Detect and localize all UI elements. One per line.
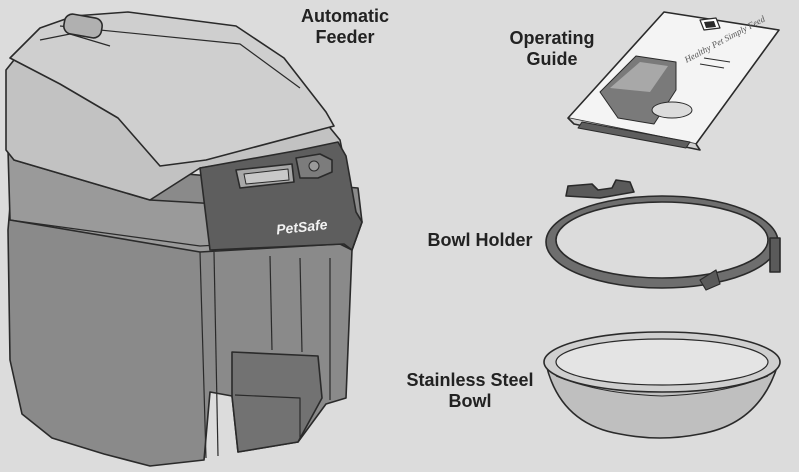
stainless-steel-bowl-label-line1: Stainless Steel xyxy=(406,370,534,390)
feeder-bowl-slot xyxy=(231,351,323,453)
stainless-steel-bowl-label-line2: Bowl xyxy=(448,391,492,411)
guide-bottom-band xyxy=(577,121,691,149)
automatic-feeder-illustration: PetSafe xyxy=(5,11,363,467)
bowl-interior xyxy=(555,338,769,386)
automatic-feeder-label-line1: Automatic xyxy=(300,6,389,26)
stainless-steel-bowl-illustration xyxy=(543,331,781,439)
bowl-holder-illustration xyxy=(545,179,781,291)
operating-guide-label-line2: Guide xyxy=(526,49,578,69)
operating-guide-label: Operating Guide xyxy=(497,28,607,70)
bowl-holder-side-clip xyxy=(769,237,781,273)
automatic-feeder-label: Automatic Feeder xyxy=(282,6,408,48)
operating-guide-label-line1: Operating xyxy=(509,28,595,48)
bowl-holder-label-line1: Bowl Holder xyxy=(427,230,533,250)
stainless-steel-bowl-label: Stainless Steel Bowl xyxy=(395,370,545,412)
automatic-feeder-label-line2: Feeder xyxy=(315,27,375,47)
operating-guide-illustration: Healthy Pet Simply Feed xyxy=(567,11,780,151)
bowl-holder-top-tab xyxy=(565,179,635,199)
bowl-holder-ring-inner xyxy=(555,201,769,279)
lid-handle xyxy=(63,13,103,39)
petsafe-logo: PetSafe xyxy=(275,216,328,237)
bowl-holder-label: Bowl Holder xyxy=(418,230,542,251)
